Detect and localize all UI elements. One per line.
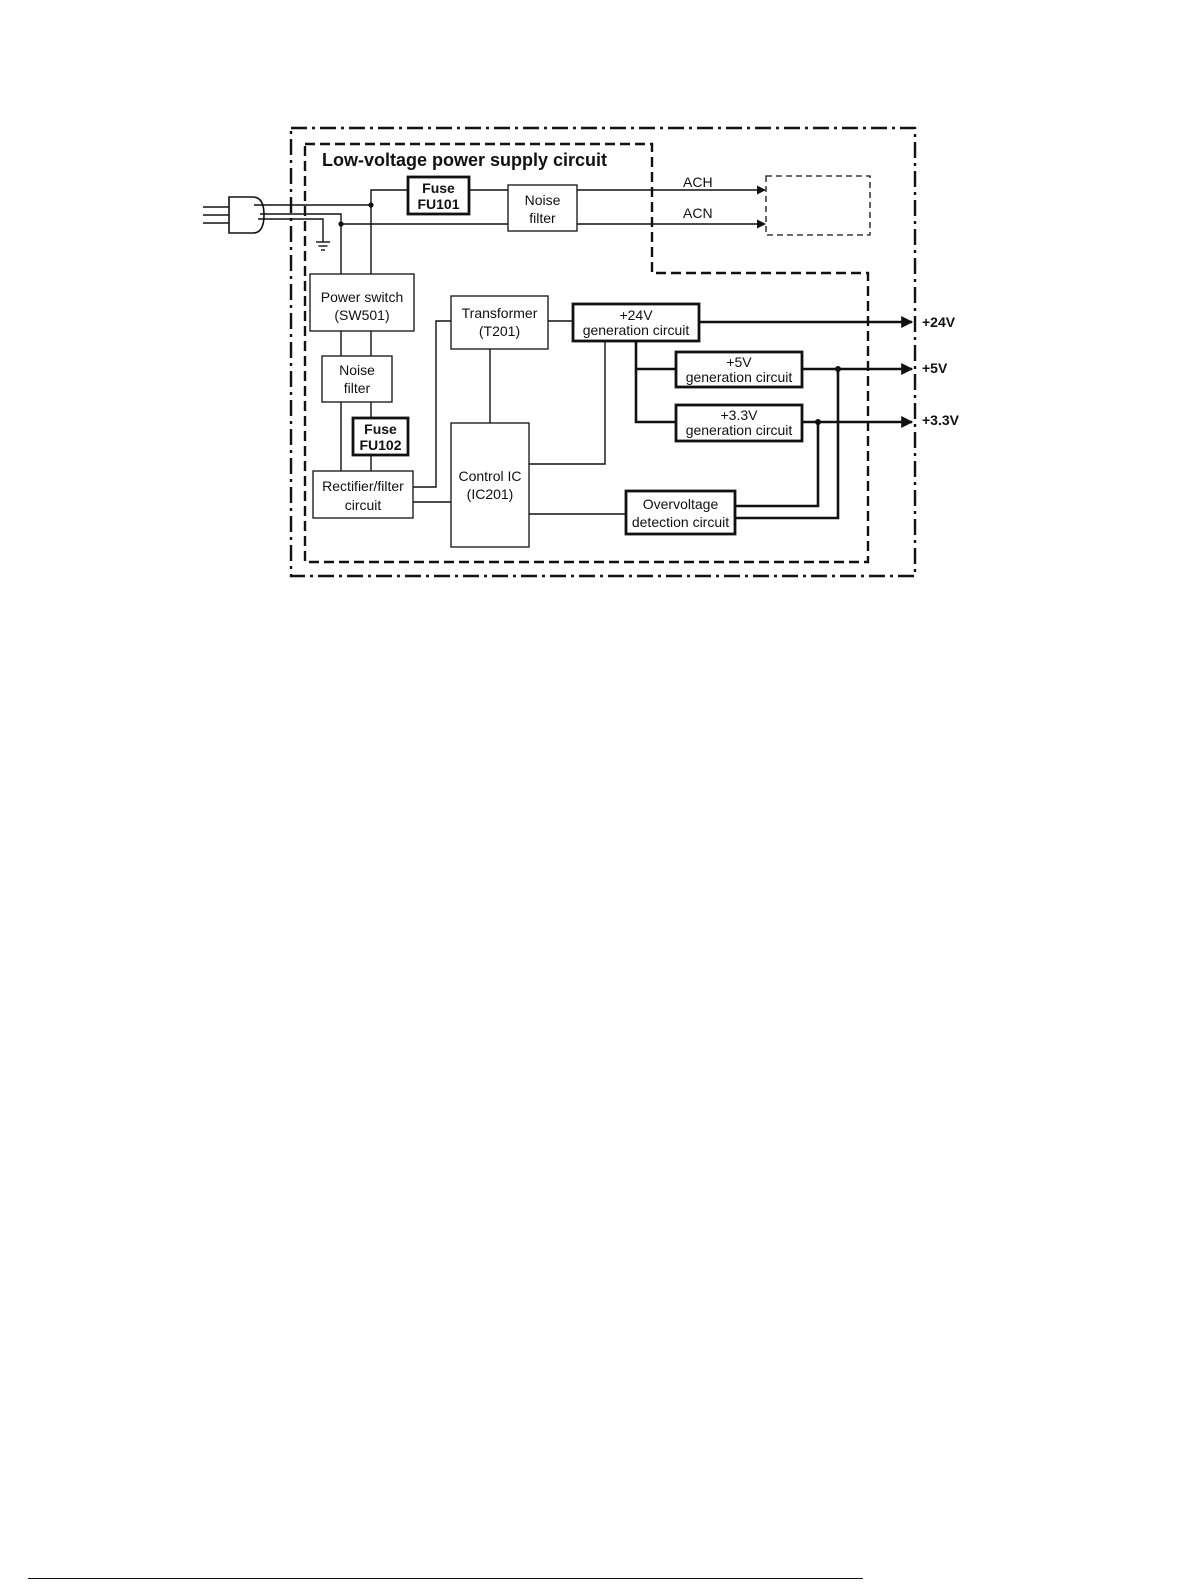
svg-text:(IC201): (IC201) <box>467 486 514 502</box>
svg-text:Rectifier/filter: Rectifier/filter <box>322 478 404 494</box>
svg-text:FU101: FU101 <box>417 196 459 212</box>
gen-24v-circuit: +24V generation circuit <box>573 304 699 341</box>
svg-text:+5V: +5V <box>726 354 752 370</box>
power-switch: Power switch (SW501) <box>310 274 414 331</box>
svg-text:Noise: Noise <box>525 192 561 208</box>
ac-load-box <box>766 176 870 235</box>
svg-text:Power switch: Power switch <box>321 289 403 305</box>
control-ic-ic201: Control IC (IC201) <box>451 423 529 547</box>
transformer-t201: Transformer (T201) <box>451 296 548 349</box>
svg-text:detection circuit: detection circuit <box>632 514 729 530</box>
svg-text:Overvoltage: Overvoltage <box>643 496 719 512</box>
svg-text:Fuse: Fuse <box>364 421 397 437</box>
gen-3v3-circuit: +3.3V generation circuit <box>676 405 802 441</box>
svg-text:generation circuit: generation circuit <box>583 322 690 338</box>
diagram-title: Low-voltage power supply circuit <box>322 150 607 170</box>
svg-text:Transformer: Transformer <box>462 305 538 321</box>
svg-text:Fuse: Fuse <box>422 180 455 196</box>
output-5v-label: +5V <box>922 360 948 376</box>
svg-text:generation circuit: generation circuit <box>686 422 793 438</box>
overvoltage-detection-circuit: Overvoltage detection circuit <box>626 491 735 534</box>
svg-text:(SW501): (SW501) <box>334 307 389 323</box>
output-24v-label: +24V <box>922 314 956 330</box>
ground-icon <box>316 242 330 250</box>
gen-5v-circuit: +5V generation circuit <box>676 352 802 387</box>
svg-text:Noise: Noise <box>339 362 375 378</box>
ach-label: ACH <box>683 174 713 190</box>
svg-text:(T201): (T201) <box>479 323 520 339</box>
output-3v3-label: +3.3V <box>922 412 960 428</box>
svg-text:FU102: FU102 <box>359 437 401 453</box>
noise-filter-left: Noise filter <box>322 356 392 402</box>
ac-plug-icon <box>203 197 264 233</box>
svg-text:generation circuit: generation circuit <box>686 369 793 385</box>
svg-text:circuit: circuit <box>345 497 382 513</box>
acn-label: ACN <box>683 205 713 221</box>
page-footer-rule <box>28 1578 863 1579</box>
svg-text:filter: filter <box>344 380 371 396</box>
noise-filter-top: Noise filter <box>508 185 577 231</box>
fuse-fu101: Fuse FU101 <box>408 177 469 214</box>
rectifier-filter-circuit: Rectifier/filter circuit <box>313 471 413 518</box>
svg-text:Control IC: Control IC <box>458 468 521 484</box>
fuse-fu102: Fuse FU102 <box>353 418 408 455</box>
svg-text:+3.3V: +3.3V <box>721 407 759 423</box>
svg-text:+24V: +24V <box>619 307 653 323</box>
svg-text:filter: filter <box>529 210 556 226</box>
